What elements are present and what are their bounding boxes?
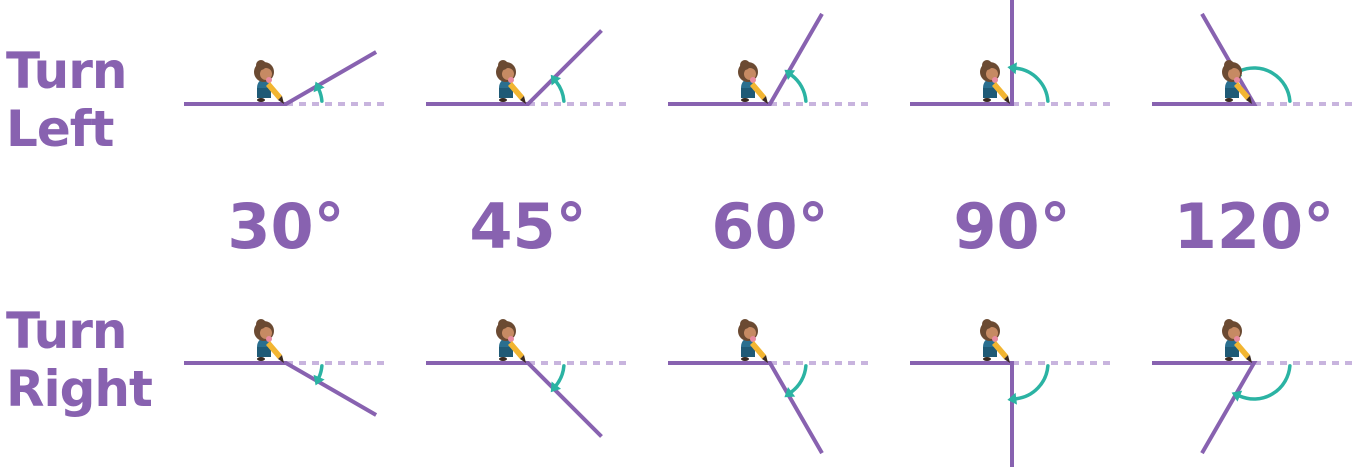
artist-character-icon: [980, 60, 1010, 104]
angle-label-120: 120°: [1173, 190, 1335, 263]
turn-arrow-head: [313, 81, 325, 93]
turn-arrow-arc: [1014, 364, 1050, 401]
turn-right-30-panel: [184, 319, 390, 417]
turn-arrow-head: [550, 381, 562, 393]
turn-left-90-panel: [910, 0, 1116, 106]
turn-right-45-panel: [426, 319, 632, 438]
turn-path-line: [1152, 361, 1258, 455]
artist-character-icon: [254, 60, 284, 104]
turn-left-label: Turn Left: [6, 42, 127, 158]
turn-arrow-arc: [1238, 66, 1292, 103]
turn-path-line: [668, 12, 824, 106]
turn-arrow-arc: [554, 80, 566, 103]
turn-right-line1: Turn: [6, 302, 127, 360]
turn-path-line: [426, 29, 603, 106]
artist-character-icon: [980, 319, 1010, 363]
turn-path-line: [184, 50, 378, 106]
turn-arrow-head: [1007, 62, 1018, 75]
turn-arrow-arc: [1014, 66, 1050, 103]
artist-character-icon: [738, 60, 768, 104]
turn-left-45-panel: [426, 29, 632, 106]
turn-arrow-head: [784, 386, 796, 398]
turn-arrow-arc: [789, 364, 808, 394]
turn-right-120-panel: [1152, 319, 1358, 455]
angle-label-45: 45°: [469, 190, 587, 263]
turn-arrow-head: [1231, 390, 1243, 402]
turn-left-60-panel: [668, 12, 874, 106]
turn-path-line: [426, 361, 603, 438]
turn-path-line: [1152, 12, 1258, 106]
turn-path-line: [910, 0, 1014, 106]
turn-left-30-panel: [184, 50, 390, 106]
turn-arrow-arc: [317, 364, 324, 379]
turn-right-line2: Right: [6, 360, 153, 418]
turn-arrow-arc: [1238, 364, 1292, 401]
turn-arrow-head: [313, 374, 325, 386]
turn-arrow-arc: [317, 88, 324, 103]
turn-left-line1: Turn: [6, 42, 127, 100]
turn-arrow-head: [1007, 392, 1018, 405]
artist-character-icon: [254, 319, 284, 363]
turn-arrow-arc: [554, 364, 566, 387]
angle-label-60: 60°: [711, 190, 829, 263]
turn-arrow-head: [784, 69, 796, 81]
artist-character-icon: [496, 60, 526, 104]
turn-arrow-arc: [789, 73, 808, 103]
artist-character-icon: [1222, 319, 1252, 363]
artist-character-icon: [496, 319, 526, 363]
turn-right-label: Turn Right: [6, 302, 153, 418]
turn-path-line: [184, 361, 378, 417]
artist-character-icon: [738, 319, 768, 363]
turn-right-90-panel: [910, 319, 1116, 467]
artist-character-icon: [1222, 60, 1252, 104]
turn-right-60-panel: [668, 319, 874, 455]
angle-label-90: 90°: [953, 190, 1071, 263]
turn-path-line: [668, 361, 824, 455]
turn-path-line: [910, 361, 1014, 467]
angle-label-30: 30°: [227, 190, 345, 263]
turn-arrow-head: [550, 74, 562, 86]
turn-left-line2: Left: [6, 100, 114, 158]
turn-left-120-panel: [1152, 12, 1358, 106]
